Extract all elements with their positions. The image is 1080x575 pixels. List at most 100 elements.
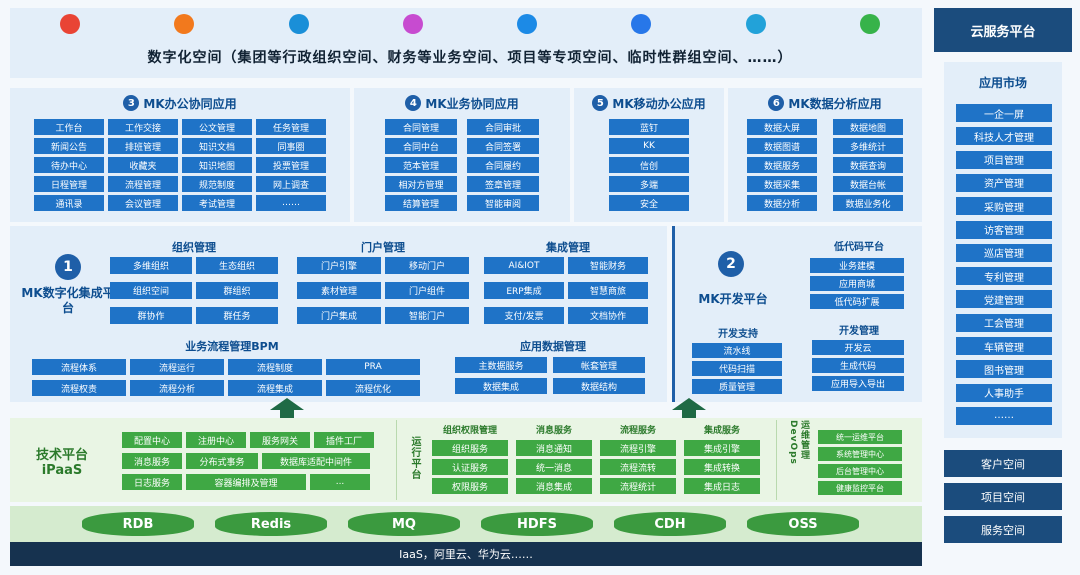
- app-market-item: 巡店管理: [956, 243, 1052, 262]
- firefox-icon: [174, 14, 195, 34]
- app-item: 合同履约: [467, 157, 539, 173]
- bpm-item: 流程集成: [228, 380, 322, 396]
- run-group-title: 流程服务: [619, 426, 656, 436]
- app-title-text: MK移动办公应用: [612, 96, 706, 111]
- lowcode-item: 低代码扩展: [810, 294, 904, 309]
- run-group-item: 认证服务: [432, 459, 508, 475]
- portal-item: 素材管理: [297, 282, 381, 299]
- app-market-item: 车辆管理: [956, 337, 1052, 355]
- integration-number: 1: [55, 254, 81, 280]
- iaas-bar: IaaS，阿里云、华为云……: [10, 542, 922, 566]
- app-item: 蓝钉: [609, 119, 689, 135]
- icon-row: [60, 14, 880, 38]
- app-item: 工作台: [34, 119, 104, 135]
- inte-title: 集成管理: [546, 241, 590, 254]
- bpm-item: 流程权责: [32, 380, 126, 396]
- app-item: 数据图谱: [747, 138, 817, 154]
- app-item: 智能审阅: [467, 195, 539, 211]
- appdata-item: 帐套管理: [553, 357, 645, 373]
- lowcode-title: 低代码平台: [834, 241, 884, 253]
- storage-mq: MQ: [348, 512, 460, 536]
- org-item: 群协作: [110, 307, 192, 324]
- app-market-item: 专利管理: [956, 267, 1052, 286]
- ipaas-item: 注册中心: [186, 432, 246, 448]
- run-group-title: 消息服务: [535, 426, 572, 436]
- bpm-item: 流程体系: [32, 359, 126, 375]
- org-title: 组织管理: [172, 241, 216, 254]
- bpm-item: 流程运行: [130, 359, 224, 375]
- app-item: 数据分析: [747, 195, 817, 211]
- app-item: 合同中台: [385, 138, 457, 154]
- dev-mgmt-item: 开发云: [812, 340, 904, 355]
- bpm-item: 流程制度: [228, 359, 322, 375]
- portal-item: 门户组件: [385, 282, 469, 299]
- edge-icon: [288, 14, 309, 34]
- app-item: 流程管理: [108, 176, 178, 192]
- storage-hdfs: HDFS: [481, 512, 593, 536]
- chat-icon: [745, 14, 766, 34]
- dev-number: 2: [718, 251, 744, 277]
- lowcode-item: 应用商城: [810, 276, 904, 291]
- app-item: 网上调查: [256, 176, 326, 192]
- feishu-icon: [631, 14, 652, 34]
- run-group-item: 组织服务: [432, 440, 508, 456]
- devops-label: 运维管理DevOps: [788, 420, 809, 465]
- ipaas-item: ...: [310, 474, 370, 490]
- inte-item: 支付/发票: [484, 307, 564, 324]
- portal-item: 智能门户: [385, 307, 469, 324]
- org-item: 群组织: [196, 282, 278, 299]
- bpm-title: 业务流程管理BPM: [185, 340, 279, 353]
- app-title-text: MK业务协同应用: [425, 96, 519, 111]
- app-number: 5: [592, 95, 609, 111]
- app-item: 合同管理: [385, 119, 457, 135]
- ops-item: 后台管理中心: [818, 464, 902, 478]
- org-item: 组织空间: [110, 282, 192, 299]
- app-item: 合同审批: [467, 119, 539, 135]
- app-item: 待办中心: [34, 157, 104, 173]
- app-market-item: 一企一屏: [956, 104, 1052, 122]
- org-item: 群任务: [196, 307, 278, 324]
- app-item: ……: [256, 195, 326, 211]
- run-group-item: 消息集成: [516, 478, 592, 494]
- run-group-item: 集成引擎: [684, 440, 760, 456]
- inte-item: 文档协作: [568, 307, 648, 324]
- app-item: 公文管理: [182, 119, 252, 135]
- app-item: 多维统计: [833, 138, 903, 154]
- dev-mgmt-item: 应用导入导出: [812, 376, 904, 391]
- app-item: 数据服务: [747, 157, 817, 173]
- app-item: 规范制度: [182, 176, 252, 192]
- app-item: 知识文档: [182, 138, 252, 154]
- app-market-item: 访客管理: [956, 220, 1052, 239]
- ops-item: 健康监控平台: [818, 481, 902, 495]
- app-item: 投票管理: [256, 157, 326, 173]
- app-number: 4: [405, 95, 422, 111]
- app-market-item: 图书管理: [956, 360, 1052, 379]
- storage-rdb: RDB: [82, 512, 194, 536]
- run-group-item: 流程引擎: [600, 440, 676, 456]
- arrow-up-icon: [270, 398, 304, 422]
- space-item: 客户空间: [944, 450, 1062, 477]
- app-market-item: ……: [956, 406, 1052, 425]
- ipaas-item: 配置中心: [122, 432, 182, 448]
- ipaas-item: 插件工厂: [314, 432, 374, 448]
- app-item: 知识地图: [182, 157, 252, 173]
- chrome-icon: [60, 14, 80, 34]
- run-group-item: 流程流转: [600, 459, 676, 475]
- run-group-item: 流程统计: [600, 478, 676, 494]
- ipaas-item: 服务网关: [250, 432, 310, 448]
- app-title-text: MK数据分析应用: [788, 96, 882, 111]
- portal-item: 门户引擎: [297, 257, 381, 274]
- space-item: 项目空间: [944, 483, 1062, 510]
- app-item: 通讯录: [34, 195, 104, 211]
- app-market-title: 应用市场: [978, 76, 1027, 90]
- divider: [396, 420, 397, 500]
- cloud-title: 云服务平台: [934, 8, 1072, 52]
- dev-support-item: 流水线: [692, 343, 782, 358]
- bpm-item: 流程优化: [326, 380, 420, 396]
- app-title-text: MK办公协同应用: [143, 96, 237, 111]
- storage-redis: Redis: [215, 512, 327, 536]
- app-item: 数据业务化: [833, 195, 903, 211]
- bpm-item: 流程分析: [130, 380, 224, 396]
